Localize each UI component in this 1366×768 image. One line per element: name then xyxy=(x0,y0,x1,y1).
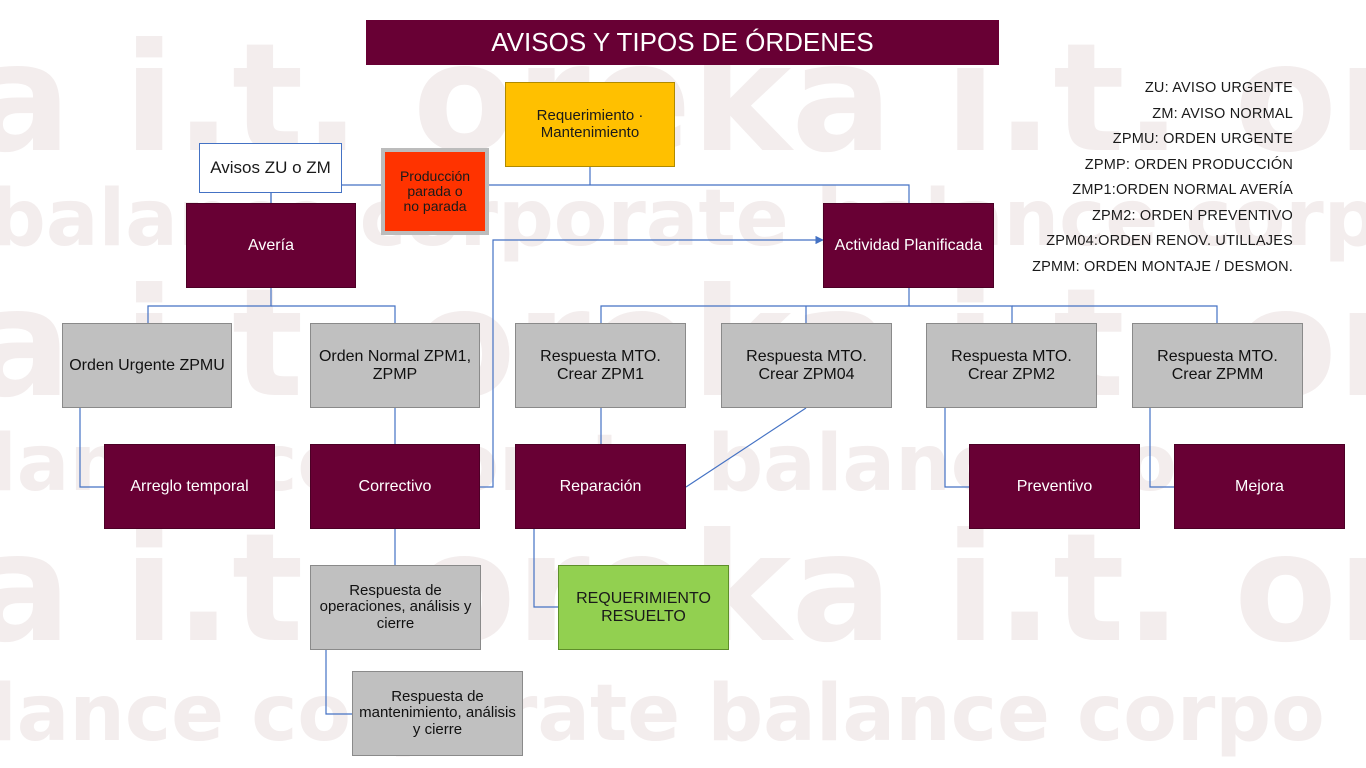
link-zpm04-reparacion xyxy=(685,407,807,488)
legend-item: ZPM2: ORDEN PREVENTIVO xyxy=(1092,207,1293,224)
link-averia-normal xyxy=(271,305,396,323)
link-operaciones-mantenimiento xyxy=(325,650,352,715)
link-actividad-respuestas xyxy=(600,288,910,323)
node-reparacion: Reparación xyxy=(515,444,686,529)
node-respuesta-zpm2: Respuesta MTO. Crear ZPM2 xyxy=(926,323,1097,408)
node-requerimiento-resuelto: REQUERIMIENTO RESUELTO xyxy=(558,565,729,650)
legend-item: ZMP1:ORDEN NORMAL AVERÍA xyxy=(1072,182,1293,198)
link-reparacion-resuelto xyxy=(533,529,558,608)
legend-item: ZPMM: ORDEN MONTAJE / DESMON. xyxy=(1032,258,1293,275)
node-respuesta-operaciones: Respuesta de operaciones, análisis y cie… xyxy=(310,565,481,650)
link-urgente-arreglo xyxy=(79,408,104,488)
link-averia-ordenes xyxy=(147,288,272,323)
node-orden-urgente: Orden Urgente ZPMU xyxy=(62,323,232,408)
link-req-averia xyxy=(270,184,910,203)
legend-item: ZPM04:ORDEN RENOV. UTILLAJES xyxy=(1046,233,1293,249)
legend-item: ZPMP: ORDEN PRODUCCIÓN xyxy=(1084,156,1293,173)
legend-item: ZU: AVISO URGENTE xyxy=(1144,80,1293,96)
node-avisos: Avisos ZU o ZM xyxy=(199,143,342,193)
node-averia: Avería xyxy=(186,203,356,288)
node-respuesta-zpmm: Respuesta MTO. Crear ZPMM xyxy=(1132,323,1303,408)
node-actividad-planificada: Actividad Planificada xyxy=(823,203,994,288)
page-title: AVISOS Y TIPOS DE ÓRDENES xyxy=(366,20,999,65)
link-actividad-zpmm xyxy=(1012,305,1218,323)
node-correctivo: Correctivo xyxy=(310,444,480,529)
watermark-line-6: lance corporate balance corpo xyxy=(0,669,1325,759)
legend-item: ZPMU: ORDEN URGENTE xyxy=(1112,131,1293,147)
legend: ZU: AVISO URGENTE ZM: AVISO NORMAL ZPMU:… xyxy=(1032,76,1293,280)
link-zpmm-mejora xyxy=(1149,408,1174,488)
link-actividad-zpm2 xyxy=(909,305,1013,323)
link-zpm2-preventivo xyxy=(944,408,969,488)
node-produccion: Producción parada o no parada xyxy=(381,148,489,235)
node-respuesta-zpm1: Respuesta MTO. Crear ZPM1 xyxy=(515,323,686,408)
node-orden-normal: Orden Normal ZPM1, ZPMP xyxy=(310,323,480,408)
node-respuesta-zpm04: Respuesta MTO. Crear ZPM04 xyxy=(721,323,892,408)
node-respuesta-mantenimiento: Respuesta de mantenimiento, análisis y c… xyxy=(352,671,523,756)
node-preventivo: Preventivo xyxy=(969,444,1140,529)
node-mejora: Mejora xyxy=(1174,444,1345,529)
node-arreglo-temporal: Arreglo temporal xyxy=(104,444,275,529)
legend-item: ZM: AVISO NORMAL xyxy=(1152,105,1293,122)
node-requerimiento: Requerimiento · Mantenimiento xyxy=(505,82,675,167)
